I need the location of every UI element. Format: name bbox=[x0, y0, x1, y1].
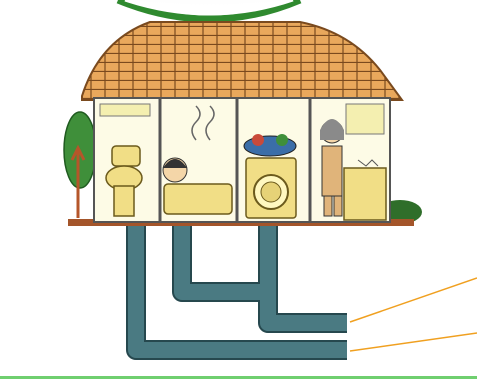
callout-line bbox=[350, 333, 477, 351]
laundry-room bbox=[244, 134, 296, 218]
callout-line bbox=[350, 278, 477, 322]
washing-machine-icon bbox=[246, 158, 296, 218]
bathtub-icon bbox=[164, 184, 232, 214]
toilet-drain-pipe bbox=[182, 226, 347, 323]
bottom-rule bbox=[0, 376, 477, 379]
kitchen-sink-icon bbox=[344, 160, 386, 220]
